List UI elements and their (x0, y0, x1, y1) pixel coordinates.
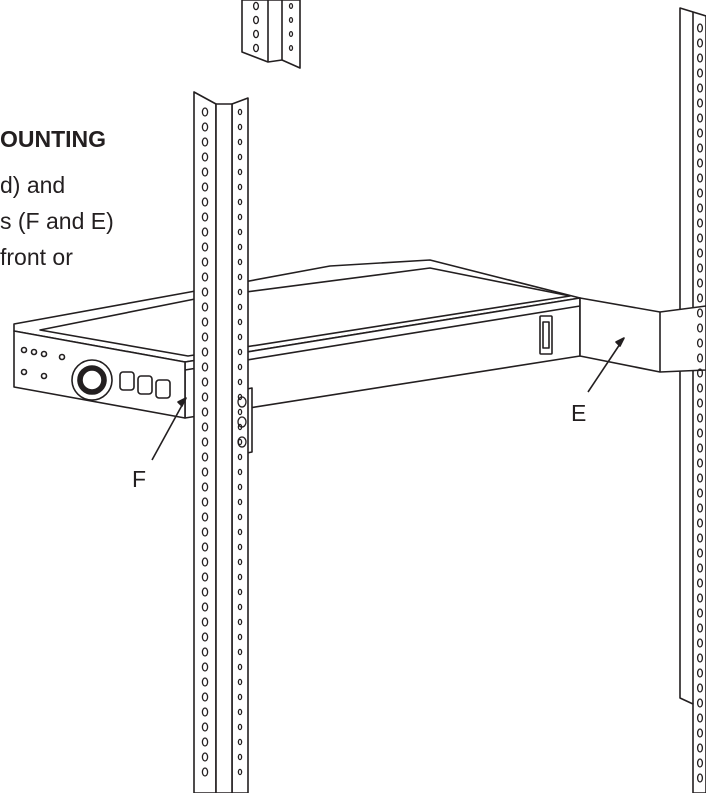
left-rail (193, 91, 249, 793)
rack-unit (13, 259, 581, 419)
body-line-2: s (F and E) (0, 208, 114, 234)
callout-label-e: E (571, 400, 587, 426)
body-line-3: front or (0, 244, 73, 270)
top-rail-fragment (241, 0, 301, 69)
section-heading: OUNTING (0, 126, 107, 152)
rail-holes (201, 1, 704, 783)
bracket-e (579, 297, 706, 373)
callout-label-f: F (132, 466, 147, 492)
body-line-1: d) and (0, 172, 66, 198)
callout-leaders (151, 337, 625, 461)
